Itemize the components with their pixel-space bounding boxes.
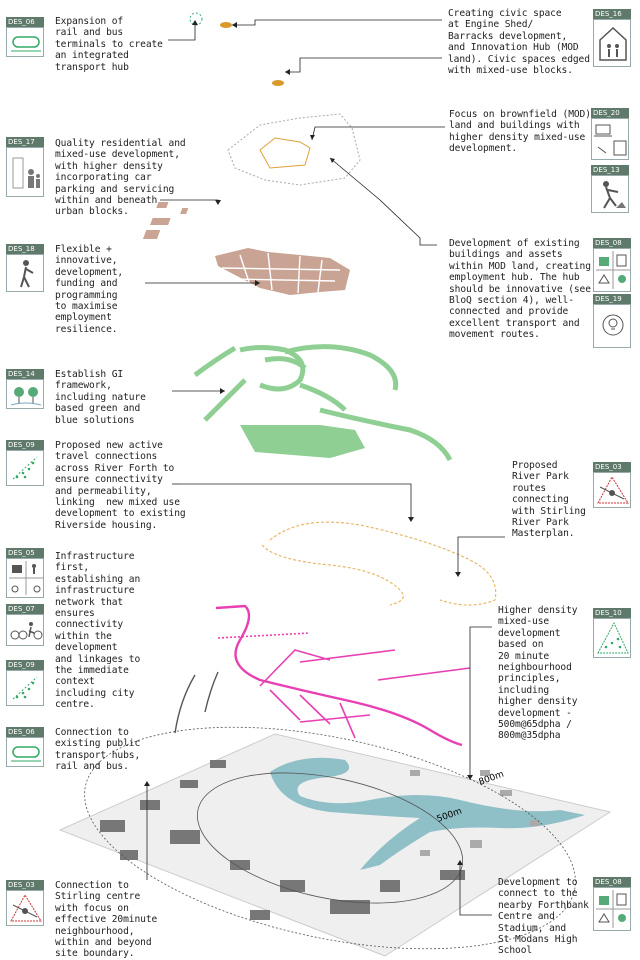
note-stirling-centre: Connection to Stirling centre with focus… (55, 880, 158, 960)
badge-code: DES_19 (593, 294, 631, 304)
badge-code: DES_03 (6, 880, 44, 890)
badge-des03-stirling: DES_03 (6, 880, 44, 926)
badge-code: DES_10 (593, 608, 631, 618)
base-map-layer (58, 726, 612, 957)
badge-des17-residential: DES_17 (6, 137, 44, 197)
badge-des03-river-park: DES_03 (593, 462, 631, 508)
badge-code: DES_20 (591, 108, 629, 118)
neighbourhood-map-icon (597, 475, 629, 504)
badge-des08-forthbank: DES_08 (593, 877, 631, 931)
walking-person-icon (20, 260, 34, 288)
lightbulb-icon (602, 314, 624, 336)
badge-des06-transport: DES_06 (6, 17, 44, 57)
badge-code: DES_06 (6, 17, 44, 27)
badge-des19-innovation: DES_19 (593, 294, 631, 348)
note-residential: Quality residential and mixed-use develo… (55, 138, 186, 218)
badge-des08-employment: DES_08 (593, 238, 631, 292)
badge-des06-public-transport: DES_06 (6, 727, 44, 767)
note-gi-framework: Establish GI framework, including nature… (55, 369, 146, 426)
train-icon (11, 746, 41, 762)
mixed-use-icon (596, 251, 630, 289)
trees-icon (10, 387, 42, 406)
laptop-building-icon (594, 124, 627, 156)
note-civic-space: Creating civic space at Engine Shed/ Bar… (448, 8, 590, 77)
note-active-travel: Proposed new active travel connections a… (55, 440, 186, 531)
badge-code: DES_07 (6, 604, 44, 614)
badge-des09-connectivity: DES_09 (6, 440, 44, 486)
badge-code: DES_16 (593, 9, 631, 19)
badge-des14-gi: DES_14 (6, 369, 44, 409)
note-forthbank: Development to connect to the nearby For… (498, 877, 589, 957)
gi-framework-layer (193, 344, 453, 462)
badge-des07-walk-cycle: DES_07 (6, 604, 44, 646)
density-chart-icon (12, 456, 38, 480)
badge-code: DES_08 (593, 877, 631, 887)
cycle-walk-icon (10, 622, 43, 640)
gi-park-area (240, 425, 365, 458)
badge-des10-density: DES_10 (593, 608, 631, 658)
badge-code: DES_08 (593, 238, 631, 248)
badge-des09-context: DES_09 (6, 660, 44, 706)
twenty-minute-icon (597, 621, 629, 654)
badge-code: DES_18 (6, 244, 44, 254)
badge-code: DES_17 (6, 137, 44, 147)
note-higher-density: Higher density mixed-use development bas… (498, 605, 578, 742)
active-travel-layer (215, 604, 471, 747)
note-river-park: Proposed River Park routes connecting wi… (512, 460, 586, 540)
family-icon (12, 157, 40, 189)
river-park-routes-layer (261, 521, 497, 606)
badge-des05-infrastructure: DES_05 (6, 548, 44, 598)
brownfield-layer (227, 113, 361, 186)
note-employment-resilience: Flexible + innovative, development, fund… (55, 244, 124, 335)
badge-des16-civic: DES_16 (593, 9, 631, 67)
badge-code: DES_13 (591, 165, 629, 175)
density-chart-icon (12, 676, 38, 700)
badge-code: DES_06 (6, 727, 44, 737)
building-blocks-layer (143, 202, 350, 295)
note-public-transport: Connection to existing public transport … (55, 727, 141, 773)
note-transport-hub: Expansion of rail and bus terminals to c… (55, 16, 163, 73)
badge-code: DES_05 (6, 548, 44, 558)
mixed-use-icon (596, 890, 630, 928)
badge-des13-construction: DES_13 (591, 165, 629, 213)
badge-code: DES_09 (6, 660, 44, 670)
badge-code: DES_09 (6, 440, 44, 450)
badge-des18-flexible: DES_18 (6, 244, 44, 292)
badge-code: DES_03 (593, 462, 631, 472)
note-brownfield: Focus on brownfield (MOD) land and build… (449, 109, 591, 155)
transport-modes-icon (9, 561, 43, 595)
badge-code: DES_14 (6, 369, 44, 379)
train-icon (11, 36, 41, 52)
house-people-icon (599, 26, 627, 61)
badge-des20-brownfield: DES_20 (591, 108, 629, 160)
note-infrastructure-first: Infrastructure first, establishing an in… (55, 551, 141, 711)
note-mod-employment-hub: Development of existing buildings and as… (449, 238, 591, 341)
neighbourhood-map-icon (10, 893, 42, 922)
worker-icon (603, 181, 626, 209)
